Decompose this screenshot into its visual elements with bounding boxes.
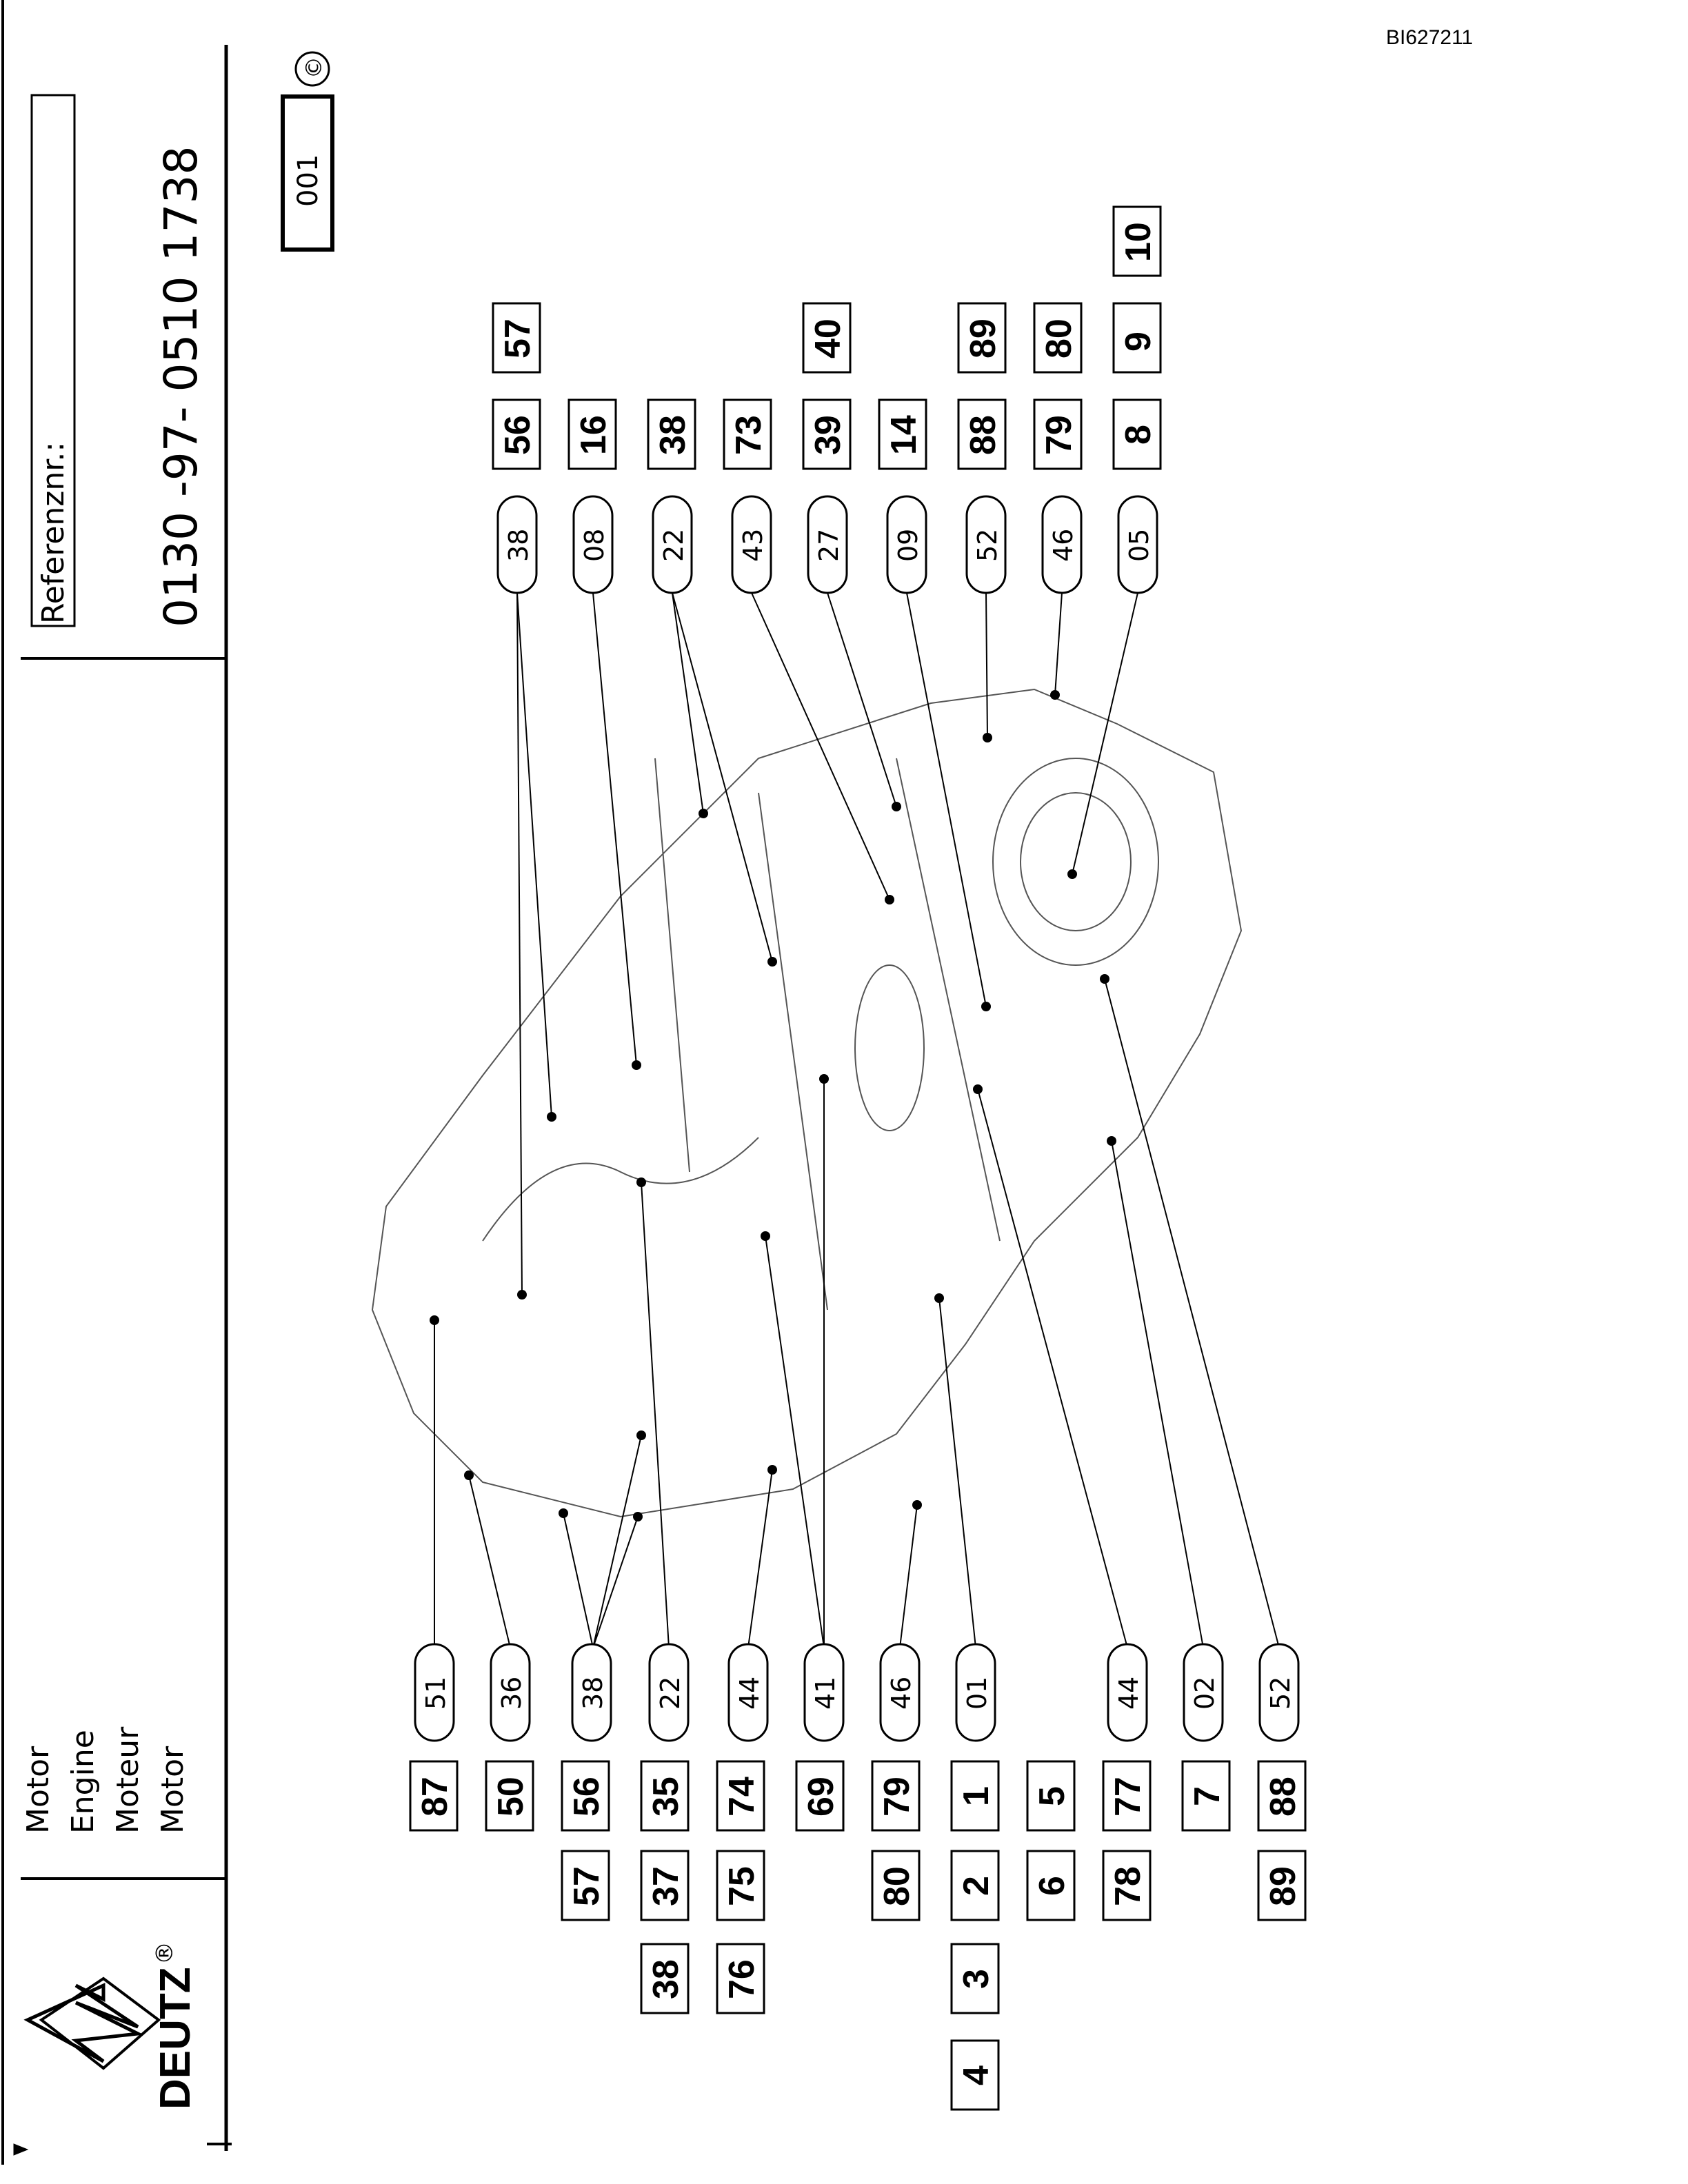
- reference-label: Referenznr.:: [36, 442, 71, 624]
- ref-number: 9: [1118, 332, 1158, 352]
- title-line-es: Motor: [155, 1746, 190, 1834]
- document-id: BI627211: [1386, 26, 1474, 49]
- callout-id: 08: [579, 529, 610, 562]
- ref-number: 4: [956, 2065, 996, 2085]
- top-callout-ids: 38 08 22 43 27 09 52 46 05: [503, 529, 1154, 562]
- sheet-number: 001: [292, 154, 324, 207]
- top-ref-labels: 56 57 16 38 73 39 40 14 88 89 79 80 8 9 …: [498, 222, 1158, 455]
- ref-number: 75: [722, 1866, 762, 1906]
- ref-number: 74: [722, 1777, 762, 1817]
- ref-number: 38: [646, 1959, 686, 1999]
- callout-id: 38: [578, 1677, 608, 1710]
- callout-id: 05: [1124, 529, 1154, 562]
- ref-number: 56: [498, 415, 538, 455]
- ref-number: 40: [808, 318, 848, 358]
- bottom-ref-boxes: [409, 1760, 1307, 2111]
- callout-id: 44: [734, 1677, 765, 1710]
- ref-number: 10: [1118, 222, 1158, 262]
- ref-number: 8: [1118, 425, 1158, 445]
- sheet-number-box: [281, 94, 334, 252]
- deutz-logo: DEUTZ ®: [23, 1941, 199, 2110]
- ref-number: 57: [567, 1866, 607, 1906]
- callout-id: 22: [659, 529, 689, 562]
- title-line-de: Motor: [21, 1746, 56, 1834]
- bottom-ref-labels: 87 50 56 57 35 37 38 74 75 76 69 79 80 1…: [415, 1777, 1303, 2085]
- callout-id: 27: [814, 529, 844, 562]
- ref-number: 87: [415, 1777, 455, 1817]
- copyright-icon: [294, 51, 330, 87]
- leader-lines: [434, 592, 1280, 1648]
- callout-id: 22: [655, 1677, 685, 1710]
- ref-number: 89: [1263, 1866, 1303, 1906]
- logo-text: DEUTZ: [152, 1967, 199, 2110]
- ref-number: 35: [646, 1777, 686, 1817]
- ref-number: 76: [722, 1959, 762, 1999]
- callout-id: 01: [962, 1677, 992, 1710]
- callout-id: 43: [738, 529, 768, 562]
- engine-illustration: [371, 688, 1243, 1518]
- top-callout-ovals: [496, 495, 1158, 594]
- reference-number: 0130 -97- 0510 1738: [154, 146, 208, 627]
- reference-block: Referenznr.: 0130 -97- 0510 1738 001 ©: [30, 51, 334, 627]
- ref-number: 7: [1187, 1786, 1227, 1806]
- ref-number: 79: [1039, 415, 1079, 455]
- ref-number: 79: [877, 1777, 917, 1817]
- top-ref-boxes: [492, 205, 1162, 470]
- ref-number: 2: [956, 1876, 996, 1896]
- ref-number: 78: [1108, 1866, 1148, 1906]
- callout-id: 36: [496, 1677, 527, 1710]
- ref-number: 16: [574, 415, 614, 455]
- leader-dots: [430, 690, 1116, 1521]
- callout-id: 41: [810, 1677, 841, 1710]
- ref-number: 73: [729, 415, 769, 455]
- callout-id: 52: [972, 529, 1003, 562]
- ref-number: 57: [498, 318, 538, 358]
- registered-mark: ®: [151, 1941, 179, 1965]
- ref-number: 5: [1032, 1786, 1072, 1806]
- callout-id: 09: [893, 529, 923, 562]
- ref-number: 3: [956, 1969, 996, 1989]
- ref-number: 77: [1108, 1777, 1148, 1817]
- ref-number: 88: [963, 415, 1003, 455]
- callout-id: 44: [1114, 1677, 1144, 1710]
- ref-number: 80: [1039, 318, 1079, 358]
- callout-id: 46: [1048, 529, 1078, 562]
- ref-number: 69: [801, 1777, 841, 1817]
- title-line-en: Engine: [66, 1730, 101, 1834]
- ref-number: 37: [646, 1866, 686, 1906]
- bottom-callout-ids: 51 36 38 22 44 41 46 01 44 02 52: [421, 1677, 1296, 1710]
- callout-id: 02: [1189, 1677, 1220, 1710]
- ref-number: 80: [877, 1866, 917, 1906]
- copyright-symbol: ©: [301, 57, 327, 79]
- callout-id: 38: [503, 529, 534, 562]
- callout-id: 52: [1265, 1677, 1296, 1710]
- title-line-fr: Moteur: [110, 1726, 145, 1834]
- logo-emblem-icon: [23, 1983, 144, 2063]
- callout-id: 46: [886, 1677, 916, 1710]
- sheet-frame: [1, 0, 232, 2165]
- ref-number: 89: [963, 318, 1003, 358]
- ref-number: 14: [884, 415, 924, 455]
- ref-number: 56: [567, 1777, 607, 1817]
- bottom-callout-ovals: [414, 1643, 1300, 1742]
- title-block: Motor Engine Moteur Motor: [21, 1726, 190, 1834]
- callout-id: 51: [421, 1677, 451, 1710]
- ref-number: 50: [491, 1777, 531, 1817]
- ref-number: 38: [653, 415, 693, 455]
- ref-number: 1: [956, 1786, 996, 1806]
- ref-number: 88: [1263, 1777, 1303, 1817]
- ref-number: 39: [808, 415, 848, 455]
- ref-number: 6: [1032, 1876, 1072, 1896]
